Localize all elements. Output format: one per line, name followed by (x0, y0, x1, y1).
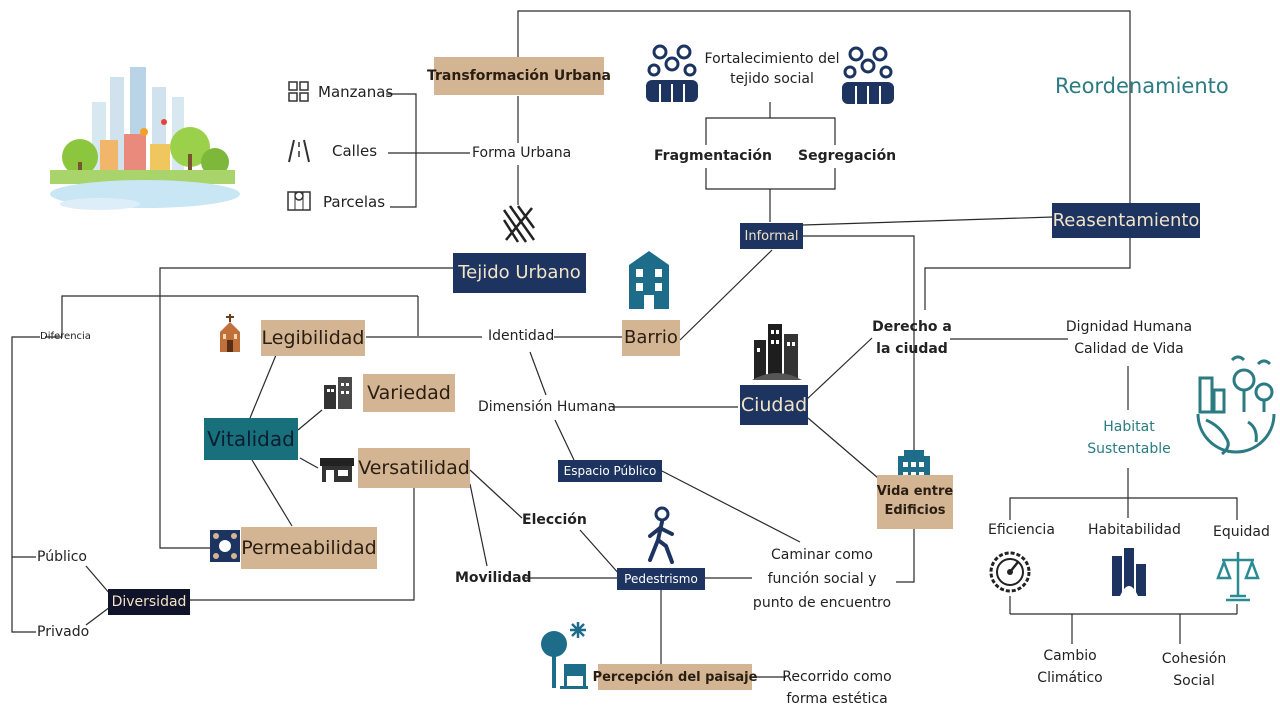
blocks-icon (288, 81, 309, 102)
informal-node: Informal (740, 223, 803, 249)
parcelas-label: Parcelas (323, 193, 386, 211)
plaza-icon (210, 530, 240, 562)
publico-label: Público (37, 549, 87, 565)
reasentamiento-node: Reasentamiento (1052, 203, 1200, 238)
movilidad-label: Movilidad (455, 570, 532, 586)
habitabilidad-label: Habitabilidad (1088, 522, 1181, 538)
store-icon (320, 458, 354, 482)
permeabilidad-node: Permeabilidad (241, 527, 377, 569)
vitalidad-node: Vitalidad (204, 418, 298, 460)
building-icon (629, 251, 669, 309)
equidad-label: Equidad (1213, 524, 1270, 540)
map-icon (287, 191, 311, 211)
variedad-node: Variedad (363, 374, 455, 412)
church-icon (220, 314, 240, 352)
segregacion-label: Segregación (798, 148, 897, 164)
community-icon (646, 44, 698, 102)
percepcion-node: Percepción del paisaje (593, 664, 757, 690)
diversidad-node: Diversidad (108, 589, 190, 615)
city-landscape-illustration (50, 67, 240, 210)
pedestrian-icon (648, 506, 674, 564)
identidad-label: Identidad (488, 328, 555, 344)
pedestrismo-node: Pedestrismo (617, 568, 705, 590)
barrio-node: Barrio (622, 320, 680, 356)
dimension-humana-label: Dimensión Humana (478, 399, 616, 415)
city-icon (752, 324, 802, 380)
forma-urbana-label: Forma Urbana (472, 145, 572, 161)
reordenamiento-label: Reordenamiento (1055, 74, 1229, 98)
road-icon (288, 139, 310, 163)
eficiencia-label: Eficiencia (988, 522, 1055, 538)
diferencia-label: Diferencia (40, 331, 91, 342)
transformacion-urbana-node: Transformación Urbana (427, 57, 611, 95)
urban-fabric-icon (502, 205, 536, 243)
versatilidad-node: Versatilidad (358, 448, 470, 488)
eleccion-label: Elección (522, 512, 587, 528)
scale-icon (1216, 552, 1260, 602)
gauge-icon (989, 551, 1031, 593)
legibilidad-node: Legibilidad (261, 320, 365, 356)
ciudad-node: Ciudad (740, 385, 808, 425)
calles-label: Calles (332, 142, 378, 160)
eco-globe-icon (1196, 355, 1276, 456)
privado-label: Privado (37, 624, 90, 640)
espacio-publico-node: Espacio Público (558, 460, 662, 482)
fragmentacion-label: Fragmentación (654, 148, 772, 164)
park-icon (541, 622, 588, 689)
habitability-icon (1112, 548, 1146, 596)
manzanas-label: Manzanas (318, 83, 394, 101)
houses-icon (324, 377, 352, 409)
community-icon (842, 46, 894, 104)
tejido-urbano-node: Tejido Urbano (453, 253, 586, 293)
